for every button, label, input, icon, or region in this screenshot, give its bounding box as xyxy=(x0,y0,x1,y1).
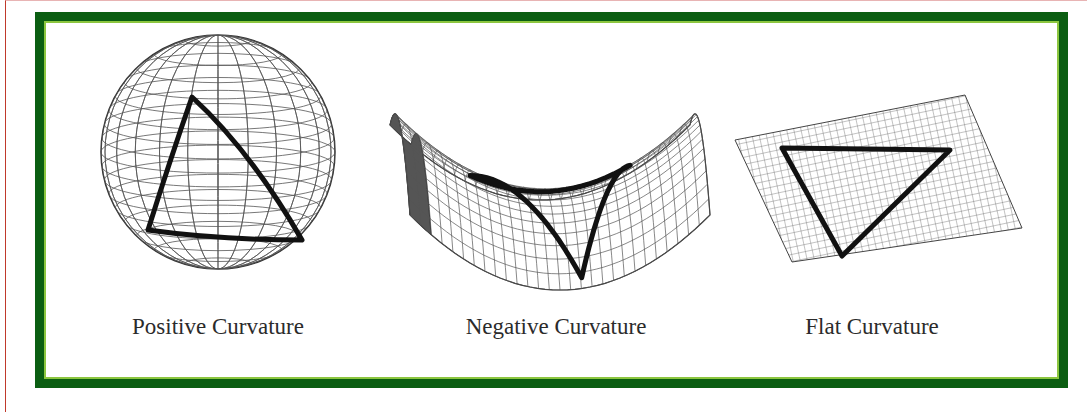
saddle-grid-line xyxy=(396,115,696,190)
longitude-line xyxy=(117,35,320,269)
saddle-grid-line xyxy=(529,188,549,289)
longitude-line xyxy=(105,35,331,269)
saddle-grid-line xyxy=(679,124,699,225)
longitude-line xyxy=(105,35,331,269)
flat-triangle xyxy=(782,148,950,256)
latitude-line xyxy=(137,53,300,82)
sphere xyxy=(101,34,335,270)
curvature-label: Positive Curvature xyxy=(132,314,304,340)
longitude-line xyxy=(117,35,320,269)
saddle-triangle xyxy=(470,165,630,277)
saddle-grid-line xyxy=(433,151,453,252)
longitude-line xyxy=(218,35,219,269)
sphere-triangle xyxy=(148,97,302,240)
saddle-grid-line xyxy=(410,215,710,290)
latitude-line xyxy=(115,78,320,115)
curvature-label: Negative Curvature xyxy=(466,314,647,340)
saddle-grid-line xyxy=(405,159,705,234)
flat-plane xyxy=(735,95,1022,262)
longitude-line xyxy=(101,35,335,269)
saddle xyxy=(390,114,710,290)
curvature-label: Flat Curvature xyxy=(805,314,939,340)
saddle-grid-line xyxy=(690,114,710,215)
saddle-grid-line xyxy=(669,134,689,235)
saddle-grid-line xyxy=(391,120,691,195)
saddle-grid-line xyxy=(408,184,708,259)
saddle-edge-shade xyxy=(390,114,431,235)
latitude-line xyxy=(109,174,327,213)
saddle-grid-line xyxy=(401,131,701,206)
saddle-surface xyxy=(390,114,710,290)
saddle-grid-line xyxy=(403,139,703,214)
saddle-grid-line xyxy=(399,120,699,195)
saddle-grid-line xyxy=(486,179,506,280)
saddle-grid-line xyxy=(422,142,442,243)
saddle-grid-line xyxy=(395,114,695,189)
saddle-grid-line xyxy=(390,114,410,215)
saddle-grid-line xyxy=(404,148,704,223)
saddle-grid-line xyxy=(465,170,485,271)
latitude-line xyxy=(104,160,331,201)
